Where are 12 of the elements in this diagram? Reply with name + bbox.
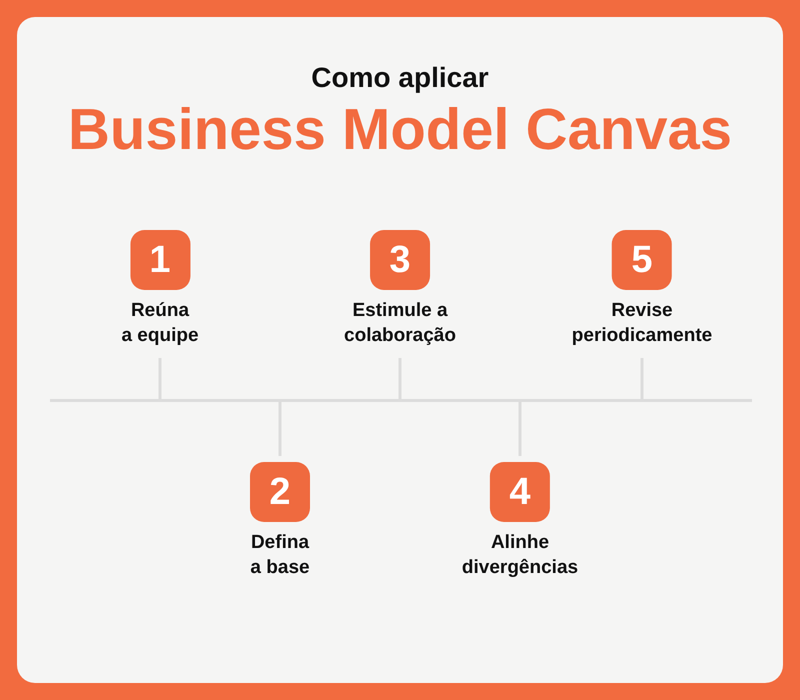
number-badge: 3 [370,230,430,290]
step-label: Revise periodicamente [572,299,712,348]
intro-heading: Como aplicar [311,61,489,95]
step-label: Defina a base [250,531,310,580]
step-label: Reúna a equipe [121,299,199,348]
main-title: Business Model Canvas [68,97,732,163]
step-label: Estimule a colaboração [344,299,456,348]
number-badge: 4 [490,462,550,522]
step-label: Alinhe divergências [462,531,578,580]
number-badge: 5 [612,230,672,290]
number-badge: 1 [130,230,190,290]
number-badge: 2 [250,462,310,522]
